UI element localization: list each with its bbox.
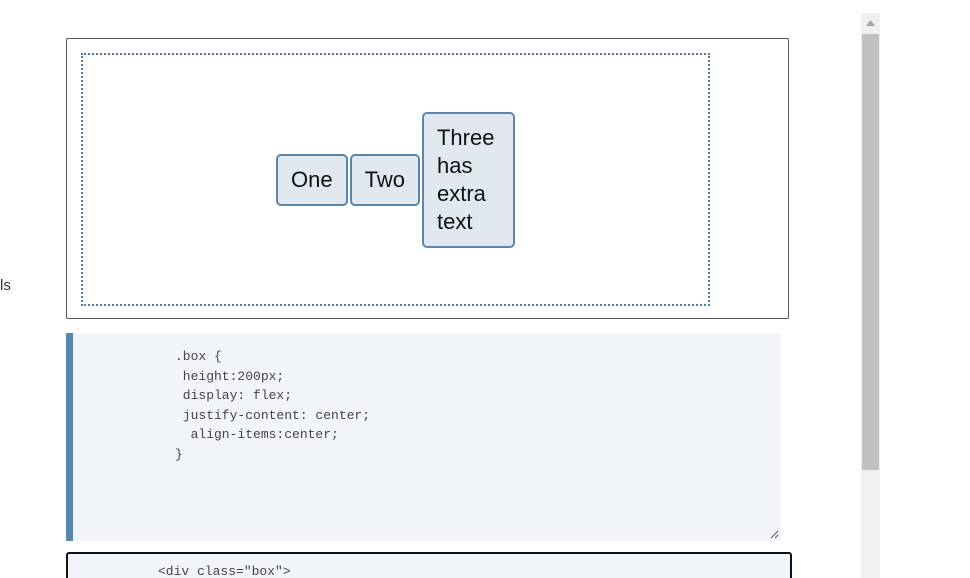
flex-item-three: Three has extra text [421,111,515,248]
css-code[interactable]: .box { height:200px; display: flex; just… [175,349,371,462]
flex-box-preview: One Two Three has extra text [81,53,710,306]
html-code[interactable]: <div class="box"> [158,564,291,578]
preview-frame: One Two Three has extra text [66,38,789,319]
resize-handle-icon[interactable] [769,529,779,539]
vertical-scrollbar[interactable] [861,13,880,578]
left-edge-text: ls [0,277,11,294]
scroll-up-arrow-icon[interactable] [861,13,880,33]
flex-item-two: Two [349,153,420,206]
html-editor[interactable]: <div class="box"> [66,552,792,578]
css-editor[interactable]: .box { height:200px; display: flex; just… [66,333,781,541]
scrollbar-thumb[interactable] [862,34,879,470]
flex-item-one: One [276,153,348,206]
